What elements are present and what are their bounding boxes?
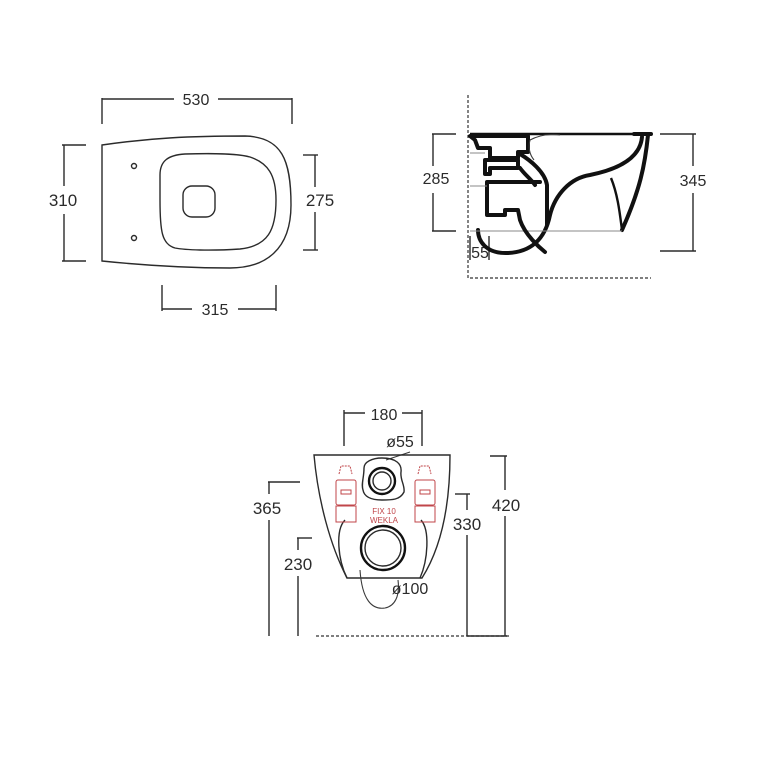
side-view: 285 345 55: [423, 95, 707, 279]
bowl-outline-top: [101, 135, 292, 269]
bowl-outline-rear: [313, 454, 451, 579]
bowl-rim-top: [159, 152, 277, 251]
dimension-530: 530: [101, 92, 293, 124]
fixing-label-line1: FIX 10: [372, 507, 396, 516]
dimension-label-180: 180: [371, 407, 398, 424]
dimension-label-275: 275: [306, 191, 334, 210]
dimension-330: 330: [453, 493, 481, 636]
fixing-bracket-left: [335, 465, 357, 523]
fixing-label-line2: WEKLA: [370, 516, 399, 525]
bowl-outlet-top: [182, 185, 216, 218]
dimension-label-330: 330: [453, 515, 481, 534]
fixing-bracket-right: [414, 465, 436, 523]
dimension-label-230: 230: [284, 555, 312, 574]
dimension-label-inlet-diameter: ø55: [386, 434, 414, 451]
dimension-label-345: 345: [680, 173, 707, 190]
dimension-310: 310: [49, 144, 86, 262]
dimension-label-310: 310: [49, 191, 77, 210]
dimension-345: 345: [660, 133, 707, 252]
dimension-420: 420: [467, 455, 520, 637]
dimension-label-315: 315: [202, 302, 229, 319]
seat-fixing-hole: [130, 162, 138, 170]
dimension-315: 315: [161, 285, 277, 319]
dimension-275: 275: [303, 154, 334, 251]
top-view: 530 310 275 315: [49, 92, 334, 319]
dimension-55: 55: [469, 236, 490, 262]
dimension-label-365: 365: [253, 499, 281, 518]
dimension-285: 285: [423, 133, 456, 232]
dimension-label-530: 530: [183, 92, 210, 109]
dimension-230: 230: [284, 537, 312, 636]
dimension-label-55: 55: [471, 245, 489, 262]
dimension-label-outlet-diameter: ø100: [392, 581, 429, 598]
dimension-label-285: 285: [423, 171, 450, 188]
rear-view: 180 ø55 FIX 10 WEKLA: [253, 407, 520, 637]
dimension-180: 180: [343, 407, 423, 446]
dimension-label-420: 420: [492, 496, 520, 515]
seat-fixing-hole: [130, 234, 138, 242]
dimension-365: 365: [253, 481, 300, 636]
